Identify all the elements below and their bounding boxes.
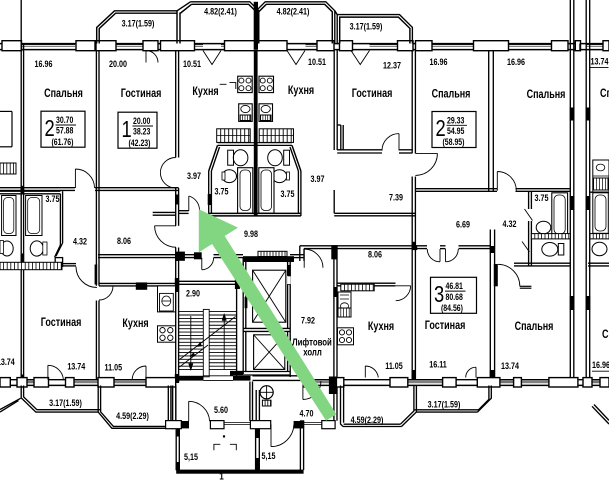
svg-text:Спальня: Спальня [515,320,554,334]
svg-text:Спальня: Спальня [432,87,471,101]
svg-text:1: 1 [122,116,132,142]
svg-text:4.59(2.29): 4.59(2.29) [351,415,384,425]
svg-text:5.60: 5.60 [214,405,228,415]
svg-text:4.59(2.29): 4.59(2.29) [116,411,149,421]
svg-text:4.32: 4.32 [503,219,517,229]
svg-text:4.82(2.41): 4.82(2.41) [204,7,237,17]
svg-text:Гостиная: Гостиная [425,319,466,333]
svg-text:57.88: 57.88 [56,126,74,136]
svg-text:холл: холл [303,346,322,357]
svg-text:3.17(1.59): 3.17(1.59) [428,400,461,410]
svg-text:38.23: 38.23 [133,127,151,137]
svg-text:16.96: 16.96 [592,360,609,370]
svg-text:3.75: 3.75 [215,187,229,197]
svg-text:(58.95): (58.95) [443,137,465,147]
svg-text:Гостиная: Гостиная [121,87,162,101]
svg-text:7.92: 7.92 [301,316,315,326]
svg-text:13.74: 13.74 [591,56,609,66]
svg-text:30.70: 30.70 [56,115,74,125]
svg-text:13.74: 13.74 [0,357,15,367]
svg-text:1: 1 [219,469,224,480]
svg-text:46.81: 46.81 [446,281,464,291]
svg-text:Спальня: Спальня [527,88,566,102]
svg-text:2.90: 2.90 [186,289,200,299]
svg-text:3.17(1.59): 3.17(1.59) [350,22,383,32]
svg-text:3.75: 3.75 [281,189,295,199]
svg-text:6.69: 6.69 [456,220,470,230]
svg-text:Спальня: Спальня [602,328,609,342]
svg-text:3.17(1.59): 3.17(1.59) [122,19,155,29]
svg-text:10.51: 10.51 [183,59,201,69]
svg-text:7.39: 7.39 [389,193,403,203]
svg-text:11.05: 11.05 [385,361,403,371]
svg-text:11.05: 11.05 [105,363,123,373]
svg-text:4.32: 4.32 [73,237,87,247]
svg-text:4.82(2.41): 4.82(2.41) [277,7,310,17]
svg-text:3.97: 3.97 [311,174,325,184]
svg-text:16.11: 16.11 [429,359,447,369]
svg-text:20.00: 20.00 [109,59,127,69]
svg-text:5,15: 5,15 [184,452,198,462]
svg-text:(84.56): (84.56) [441,303,463,313]
svg-text:9.98: 9.98 [244,229,258,239]
svg-text:5,15: 5,15 [262,451,276,461]
svg-text:16.96: 16.96 [507,57,525,67]
svg-text:2: 2 [45,115,55,141]
svg-text:3.97: 3.97 [187,171,201,181]
svg-text:(42.23): (42.23) [129,138,151,148]
svg-text:(61.76): (61.76) [52,137,74,147]
svg-text:3.75: 3.75 [46,194,60,204]
svg-text:8.06: 8.06 [117,236,131,246]
svg-text:Кухня: Кухня [122,317,148,331]
svg-text:Кухня: Кухня [368,320,394,334]
svg-text:13.74: 13.74 [501,361,519,371]
svg-text:20.00: 20.00 [133,116,151,126]
svg-text:2: 2 [436,115,446,141]
svg-text:12.37: 12.37 [383,61,401,71]
svg-text:Гостиная: Гостиная [352,87,393,101]
svg-text:29.33: 29.33 [447,115,465,125]
svg-text:3: 3 [434,281,444,307]
svg-text:16.96: 16.96 [430,57,448,67]
svg-text:54.95: 54.95 [447,126,465,136]
svg-text:Гостиная: Гостиная [41,316,82,330]
svg-text:3.17(1.59): 3.17(1.59) [49,398,82,408]
svg-text:3.75: 3.75 [535,193,549,203]
svg-text:Спальня: Спальня [44,87,83,101]
svg-text:Спальня: Спальня [600,87,609,101]
svg-text:8.06: 8.06 [368,250,382,260]
svg-text:Лифтовой: Лифтовой [292,336,332,347]
svg-text:4.70: 4.70 [300,409,314,419]
svg-text:Кухня: Кухня [192,85,218,99]
svg-text:13.74: 13.74 [67,362,85,372]
svg-text:80.68: 80.68 [446,292,464,302]
svg-text:Кухня: Кухня [288,84,314,98]
svg-text:16.96: 16.96 [35,59,53,69]
svg-text:10.51: 10.51 [308,57,326,67]
